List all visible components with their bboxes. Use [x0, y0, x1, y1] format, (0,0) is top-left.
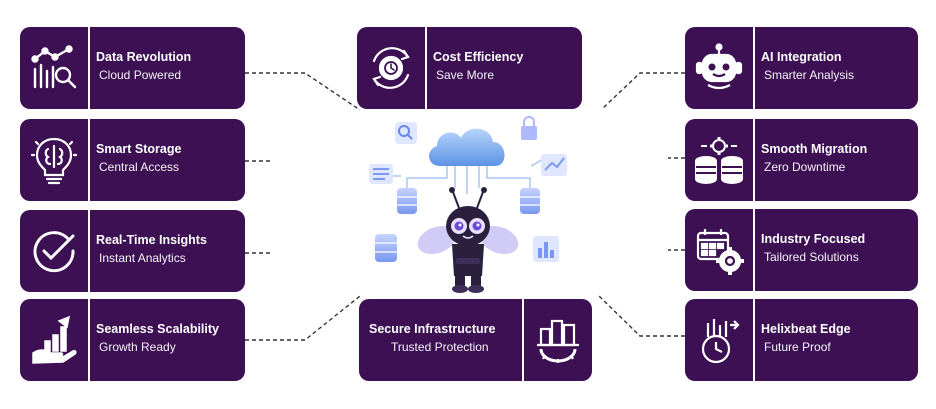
clock-check-icon — [20, 210, 88, 292]
card-seamless-scalability: Seamless Scalability Growth Ready — [20, 299, 245, 381]
database-gear-icon — [685, 119, 753, 201]
robot-icon — [685, 27, 753, 109]
card-title: Cost Efficiency — [433, 50, 524, 64]
card-title: Smooth Migration — [761, 142, 868, 156]
card-subtitle: Instant Analytics — [99, 251, 186, 265]
bee-mascot-cloud-network — [355, 108, 580, 298]
card-title: AI Integration — [761, 50, 842, 64]
card-subtitle: Cloud Powered — [99, 68, 182, 82]
card-title: Data Revolution — [96, 50, 192, 64]
card-title: Industry Focused — [761, 232, 866, 246]
trend-chart-icon — [541, 154, 567, 176]
card-title: Smart Storage — [96, 142, 182, 156]
card-title: Seamless Scalability — [96, 322, 219, 336]
card-title: Helixbeat Edge — [761, 322, 851, 336]
data-chart-search-icon — [20, 27, 88, 109]
brain-bulb-icon — [20, 119, 88, 201]
card-industry-focused: Industry Focused Tailored Solutions — [685, 209, 918, 291]
card-data-revolution: Data Revolution Cloud Powered — [20, 27, 245, 109]
card-smooth-migration: Smooth Migration Zero Downtime — [685, 119, 918, 201]
card-subtitle: Smarter Analysis — [764, 68, 855, 82]
list-icon — [369, 164, 393, 184]
buildings-gear-icon — [524, 299, 592, 381]
card-subtitle: Future Proof — [764, 340, 831, 354]
bar-chart-icon — [533, 236, 559, 262]
calendar-gear-icon — [685, 209, 753, 291]
database-icon — [375, 234, 397, 262]
lock-icon — [521, 116, 537, 140]
database-icon — [397, 188, 417, 214]
card-ai-integration: AI Integration Smarter Analysis — [685, 27, 918, 109]
card-subtitle: Tailored Solutions — [764, 250, 859, 264]
bee-mascot — [417, 187, 519, 293]
card-subtitle: Trusted Protection — [391, 340, 489, 354]
card-cost-efficiency: Cost Efficiency Save More — [357, 27, 582, 109]
growth-hand-icon — [20, 299, 88, 381]
card-subtitle: Save More — [436, 68, 495, 82]
card-subtitle: Central Access — [99, 160, 180, 174]
card-helixbeat-edge: Helixbeat Edge Future Proof — [685, 299, 918, 381]
card-subtitle: Growth Ready — [99, 340, 176, 354]
cloud-icon — [429, 128, 505, 166]
search-icon — [395, 122, 417, 144]
card-secure-infrastructure: Secure Infrastructure Trusted Protection — [359, 299, 592, 381]
chart-clock-icon — [685, 299, 753, 381]
card-title: Secure Infrastructure — [369, 322, 496, 336]
gear-clock-icon — [357, 27, 425, 109]
database-icon — [520, 188, 540, 214]
card-real-time-insights: Real-Time Insights Instant Analytics — [20, 210, 245, 292]
card-subtitle: Zero Downtime — [764, 160, 846, 174]
card-title: Real-Time Insights — [96, 233, 207, 247]
card-smart-storage: Smart Storage Central Access — [20, 119, 245, 201]
